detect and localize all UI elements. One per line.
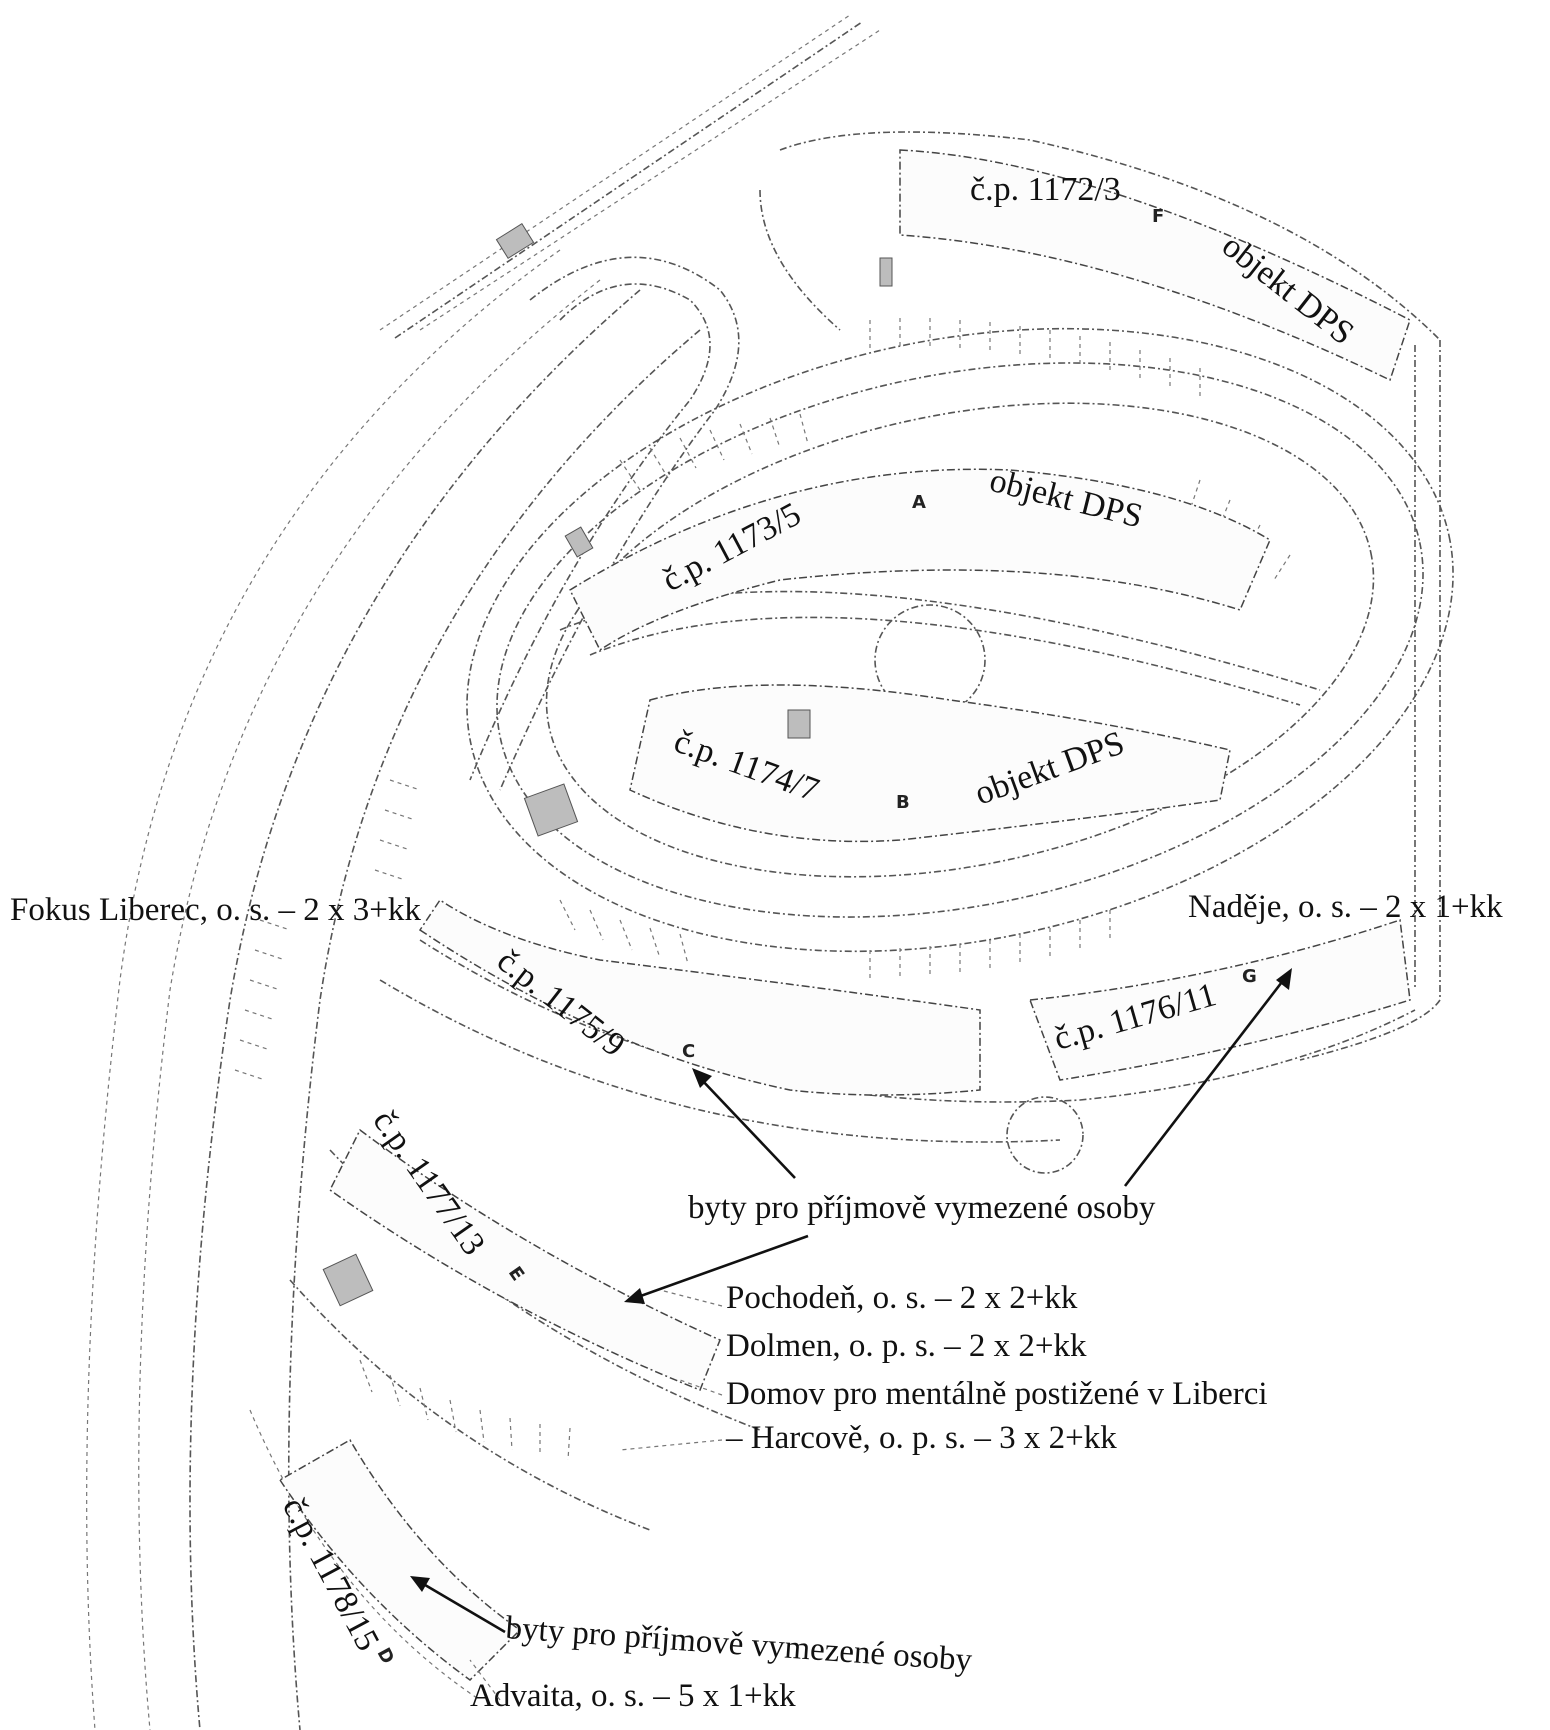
annotation-byty-1: byty pro příjmově vymezené osoby — [688, 1190, 1156, 1226]
annotation-fokus: Fokus Liberec, o. s. – 2 x 3+kk — [10, 892, 421, 928]
building-c-letter: C — [682, 1041, 695, 1062]
arrow-to-d-head — [410, 1576, 430, 1592]
annotation-harcove: – Harcově, o. p. s. – 3 x 2+kk — [725, 1420, 1117, 1456]
arrow-to-d — [419, 1580, 506, 1634]
annotation-nadeje: Naděje, o. s. – 2 x 1+kk — [1188, 889, 1503, 925]
annotation-domov: Domov pro mentálně postižené v Liberci — [726, 1376, 1268, 1412]
arrow-to-c-head — [692, 1068, 712, 1088]
building-e-outline — [329, 1128, 721, 1391]
building-shapes — [278, 149, 1411, 1681]
building-g-letter: G — [1242, 966, 1257, 987]
annotations: Fokus Liberec, o. s. – 2 x 3+kk Naděje, … — [10, 889, 1503, 1714]
annotation-pochoden: Pochodeň, o. s. – 2 x 2+kk — [726, 1280, 1078, 1316]
building-d-outline — [278, 1438, 522, 1681]
annotation-dolmen: Dolmen, o. p. s. – 2 x 2+kk — [726, 1328, 1087, 1364]
leader-lines — [469, 1289, 723, 1701]
hatched-entrances — [322, 223, 893, 1307]
arrow-to-e — [634, 1234, 809, 1300]
arrow-to-c — [699, 1077, 796, 1179]
arrow-to-g-head — [1276, 968, 1292, 990]
building-a-outline — [569, 468, 1271, 652]
building-c-outline — [418, 898, 981, 1096]
parking-rows — [234, 318, 1291, 1461]
building-a-letter: A — [912, 492, 926, 513]
arrow-to-g — [1123, 977, 1287, 1187]
building-f-outline — [899, 149, 1411, 382]
annotation-advaita: Advaita, o. s. – 5 x 1+kk — [470, 1678, 796, 1714]
annotation-byty-2: byty pro příjmově vymezené osoby — [504, 1610, 973, 1679]
building-b-outline — [629, 684, 1231, 843]
building-b-letter: B — [896, 792, 910, 813]
arrow-to-e-head — [624, 1288, 645, 1304]
arrows — [410, 968, 1292, 1634]
building-d-letter: D — [373, 1644, 399, 1667]
building-g-outline — [1028, 918, 1411, 1081]
building-f-number: č.p. 1172/3 — [970, 171, 1121, 208]
building-f-letter: F — [1152, 206, 1164, 227]
